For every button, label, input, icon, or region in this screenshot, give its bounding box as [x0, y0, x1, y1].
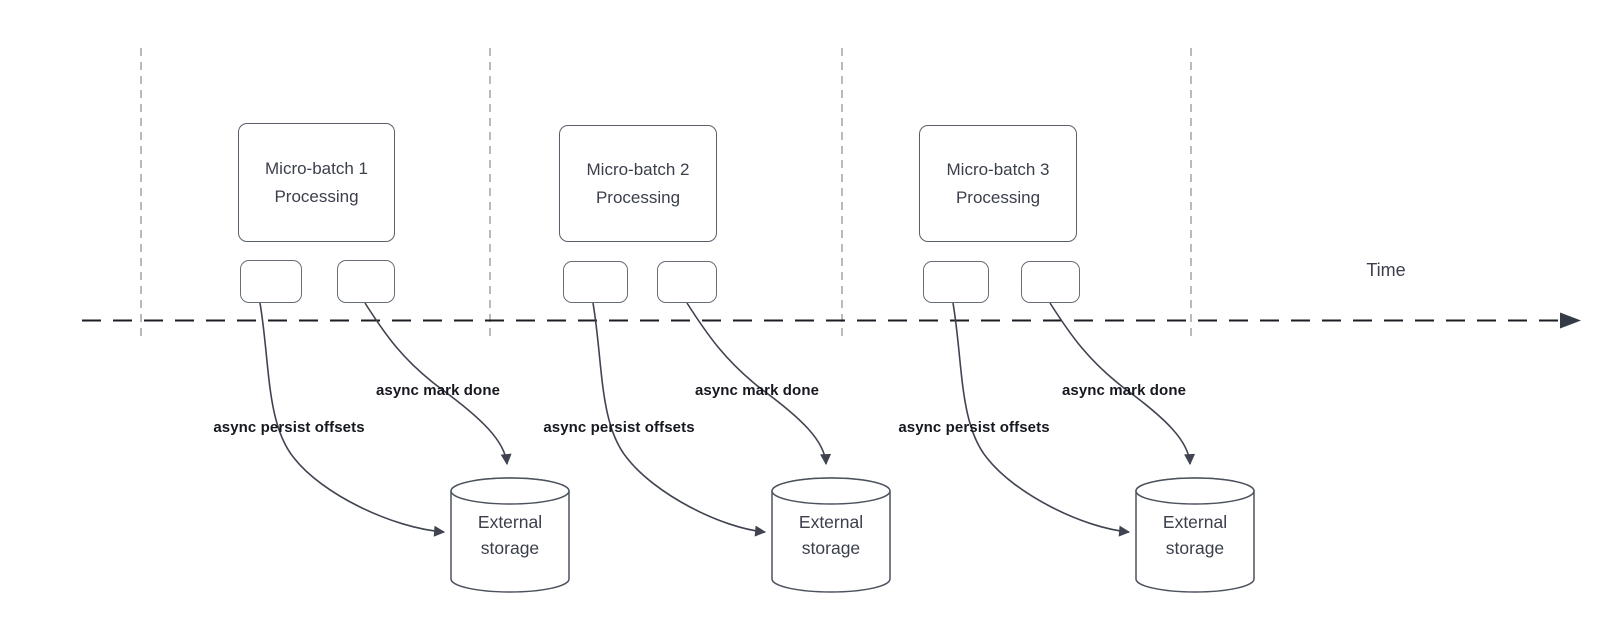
persist-offsets-label-2: async persist offsets — [543, 419, 695, 436]
persist-offsets-arrow-1 — [259, 302, 446, 537]
persist-offsets-label-3: async persist offsets — [898, 419, 1050, 436]
micro-batch-2-commit-task-box — [657, 261, 717, 303]
micro-batch-1-box: Micro-batch 1 Processing — [238, 123, 395, 242]
micro-batch-3-commit-task-box — [1021, 261, 1080, 303]
persist-offsets-arrow-2 — [592, 302, 767, 537]
persist-offsets-arrow-3 — [952, 302, 1131, 537]
interval-guides — [140, 48, 1192, 337]
micro-batch-1-commit-task-box — [337, 260, 395, 303]
storage-cylinders — [450, 477, 1255, 593]
external-storage-label-1: External storage — [477, 511, 543, 558]
mark-done-arrow-1 — [364, 302, 512, 466]
micro-batch-2-box: Micro-batch 2 Processing — [559, 125, 717, 242]
micro-batch-3-box: Micro-batch 3 Processing — [919, 125, 1077, 242]
time-axis-arrowhead-icon — [1560, 312, 1581, 329]
micro-batch-3-offset-task-box — [923, 261, 989, 303]
external-storage-label-3: External storage — [1162, 511, 1228, 558]
mark-done-arrow-2 — [686, 302, 832, 466]
micro-batch-2-offset-task-box — [563, 261, 628, 303]
cylinder-top-1 — [450, 477, 570, 505]
cylinder-top-2 — [771, 477, 891, 505]
micro-batch-1-offset-task-box — [240, 260, 302, 303]
mark-done-label-2: async mark done — [694, 382, 820, 399]
cylinder-top-3 — [1135, 477, 1255, 505]
mark-done-label-3: async mark done — [1061, 382, 1187, 399]
external-storage-label-2: External storage — [798, 511, 864, 558]
persist-offsets-label-1: async persist offsets — [213, 419, 365, 436]
time-axis-label: Time — [1366, 260, 1406, 280]
mark-done-arrow-3 — [1049, 302, 1196, 466]
mark-done-label-1: async mark done — [375, 382, 501, 399]
async-arrows — [259, 302, 1196, 537]
